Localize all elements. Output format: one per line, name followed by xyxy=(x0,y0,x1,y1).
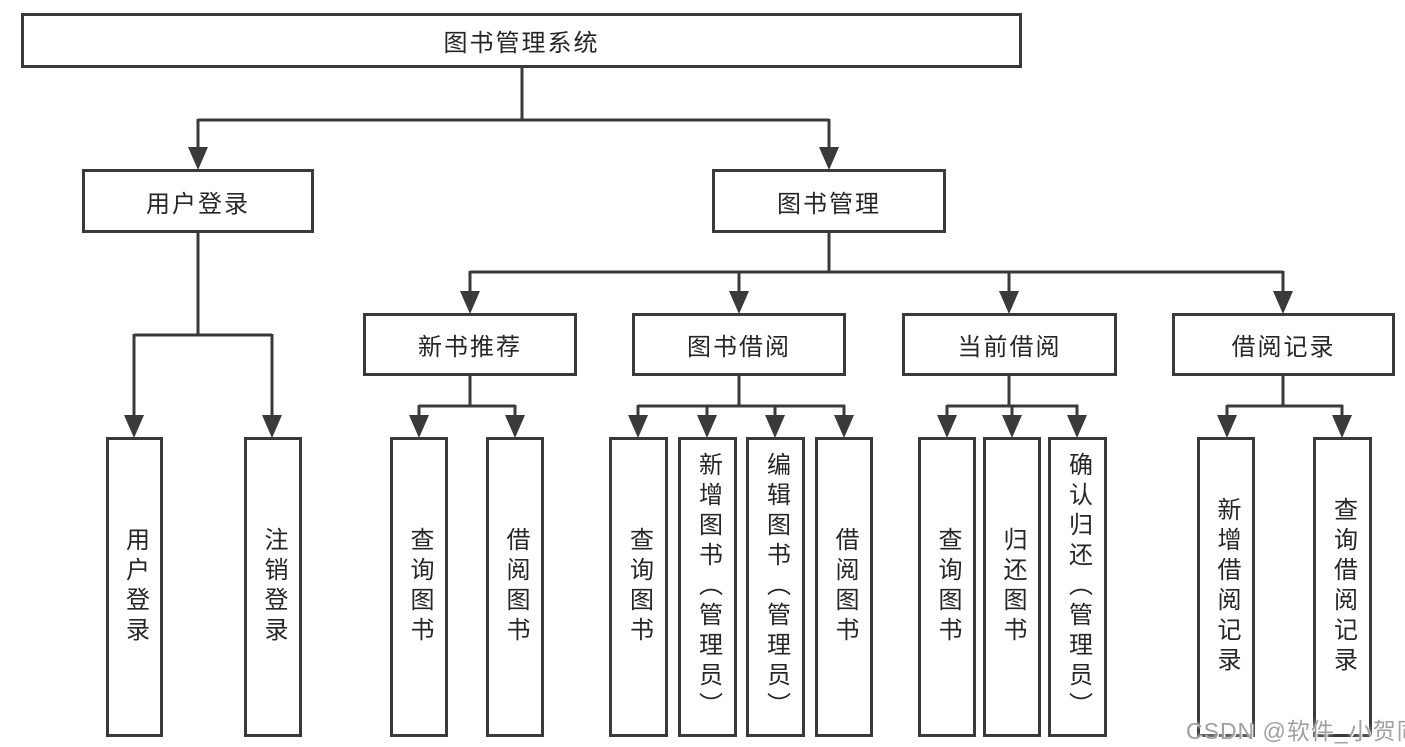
node-new-book-recommend: 新书推荐 xyxy=(363,313,577,376)
node-root-library-system: 图书管理系统 xyxy=(21,13,1022,68)
arrowhead xyxy=(729,291,749,314)
arrowhead xyxy=(1067,415,1087,438)
arrowhead xyxy=(628,415,648,438)
node-current-borrow: 当前借阅 xyxy=(902,313,1117,376)
arrowhead xyxy=(460,291,480,314)
arrowhead xyxy=(834,415,854,438)
arrowhead xyxy=(697,415,717,438)
arrowhead xyxy=(188,147,208,170)
leaf-borrow-book-recommend: 借阅图书 xyxy=(486,437,544,737)
leaf-add-borrow-record: 新增借阅记录 xyxy=(1197,437,1255,737)
leaf-return-book: 归还图书 xyxy=(983,437,1041,737)
arrowhead xyxy=(1332,415,1352,438)
leaf-query-borrow-record: 查询借阅记录 xyxy=(1313,437,1372,737)
arrowhead xyxy=(409,415,429,438)
arrowhead xyxy=(819,147,839,170)
arrowhead xyxy=(1002,415,1022,438)
node-borrow-records: 借阅记录 xyxy=(1172,313,1395,376)
node-user-login: 用户登录 xyxy=(82,169,314,233)
node-book-management: 图书管理 xyxy=(712,169,946,233)
leaf-add-book-admin: 新增图书（管理员） xyxy=(678,437,737,737)
leaf-query-book-recommend: 查询图书 xyxy=(390,437,448,737)
arrowhead xyxy=(999,291,1019,314)
arrowhead xyxy=(505,415,525,438)
arrowhead xyxy=(262,415,282,438)
watermark: CSDN @软件_小贺同学 xyxy=(1186,718,1405,744)
leaf-edit-book-admin: 编辑图书（管理员） xyxy=(746,437,805,737)
node-book-borrow: 图书借阅 xyxy=(632,313,846,376)
leaf-logout: 注销登录 xyxy=(244,437,302,737)
arrowhead xyxy=(765,415,785,438)
arrowhead xyxy=(937,415,957,438)
leaf-user-login: 用户登录 xyxy=(106,437,163,737)
leaf-confirm-return-admin: 确认归还（管理员） xyxy=(1048,437,1107,737)
arrowhead xyxy=(1217,415,1237,438)
leaf-query-book-borrow: 查询图书 xyxy=(609,437,668,737)
arrowhead xyxy=(1273,291,1293,314)
leaf-borrow-book: 借阅图书 xyxy=(815,437,873,737)
leaf-query-book-current: 查询图书 xyxy=(918,437,976,737)
arrowhead xyxy=(124,415,144,438)
